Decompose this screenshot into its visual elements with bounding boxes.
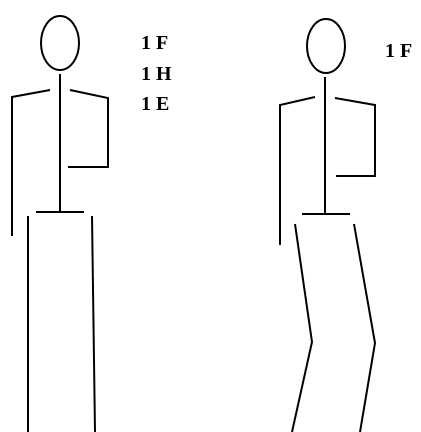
right-leg — [92, 216, 95, 432]
standing-figure: 1 F 1 H 1 E — [12, 16, 172, 432]
label-1f: 1 F — [385, 40, 412, 62]
head — [41, 16, 79, 70]
label-1f: 1 F — [141, 32, 168, 54]
label-1e: 1 E — [141, 93, 169, 115]
label-1h: 1 H — [141, 63, 172, 85]
right-leg — [354, 224, 375, 432]
left-leg — [292, 224, 312, 432]
right-arm — [68, 90, 108, 167]
right-arm — [335, 98, 375, 176]
left-arm — [280, 97, 315, 245]
bent-knee-figure: 1 F — [280, 19, 412, 432]
head — [307, 19, 345, 73]
left-arm — [12, 90, 50, 236]
